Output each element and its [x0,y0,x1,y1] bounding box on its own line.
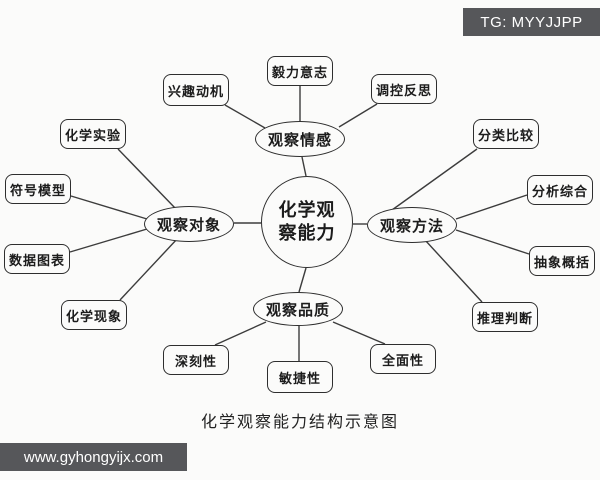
connector-line [224,104,266,129]
connector-line [455,229,530,255]
leaf-node-profundity: 深刻性 [163,345,229,375]
leaf-node-classification-comparison: 分类比较 [473,119,539,149]
connector-line [301,156,307,177]
connector-line [119,237,179,301]
center-node: 化学观 察能力 [261,176,353,268]
leaf-node-chemical-phenomena: 化学现象 [61,300,127,330]
leaf-node-comprehensiveness: 全面性 [370,344,436,374]
connector-line [455,194,528,220]
connector-line [70,195,148,220]
diagram-caption: 化学观察能力结构示意图 [200,414,399,431]
connector-line [214,321,267,346]
branch-node-method: 观察方法 [367,207,457,243]
connector-line [424,239,483,303]
leaf-node-chemistry-experiment: 化学实验 [60,119,126,149]
connector-line [69,228,148,253]
branch-node-emotion: 观察情感 [255,121,345,157]
branch-node-object: 观察对象 [144,206,234,242]
leaf-node-regulation-reflection: 调控反思 [371,74,437,104]
watermark-url: www.gyhongyijx.com [0,443,187,471]
connector-line [338,103,378,128]
leaf-node-abstraction-generalization: 抽象概括 [529,246,595,276]
connector-line [391,148,478,211]
leaf-node-perseverance-will: 毅力意志 [267,56,333,86]
leaf-node-data-charts: 数据图表 [4,244,70,274]
leaf-node-analysis-synthesis: 分析综合 [527,175,593,205]
tg-badge: TG: MYYJJPP [463,8,600,36]
connector-line [298,267,307,293]
branch-node-quality: 观察品质 [253,292,343,326]
leaf-node-symbol-model: 符号模型 [5,174,71,204]
connector-line [117,148,177,210]
leaf-node-interest-motivation: 兴趣动机 [163,74,229,106]
leaf-node-reasoning-judgment: 推理判断 [472,302,538,332]
leaf-node-agility: 敏捷性 [267,361,333,393]
connector-line [332,321,386,345]
